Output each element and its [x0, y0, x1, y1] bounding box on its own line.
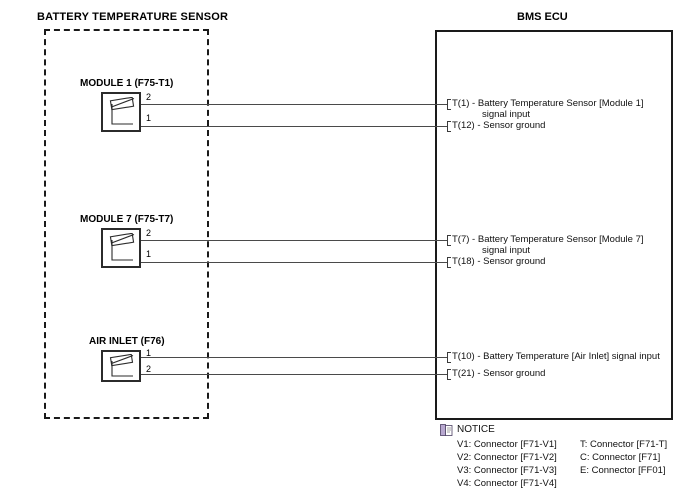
wire-module-1-pin-2 [141, 104, 447, 105]
ecu-pin-label-t7: T(7) - Battery Temperature Sensor [Modul… [452, 234, 644, 245]
pin-number-module-1-pin-1: 1 [146, 113, 152, 123]
sensor-body-module-7 [101, 228, 141, 268]
wire-module-7-pin-1 [141, 262, 447, 263]
ecu-pin-bracket-t7 [447, 235, 451, 246]
thermistor-icon [109, 233, 135, 261]
wire-air-inlet-pin-1 [141, 357, 447, 358]
wire-module-1-pin-1 [141, 126, 447, 127]
pin-number-module-7-pin-1: 1 [146, 249, 152, 259]
pin-number-air-inlet-pin-2: 2 [146, 364, 152, 374]
sensor-label-module-1: MODULE 1 (F75-T1) [80, 78, 174, 89]
ecu-pin-label-t7-line2: signal input [482, 245, 531, 256]
pin-number-module-7-pin-2: 2 [146, 228, 152, 238]
notice-item: C: Connector [F71] [580, 452, 661, 463]
battery-temperature-sensor-group-title: BATTERY TEMPERATURE SENSOR [37, 11, 229, 23]
notice-title: NOTICE [457, 424, 495, 435]
ecu-pin-label-t1-line2: signal input [482, 109, 531, 120]
thermistor-icon [109, 354, 134, 377]
bms-ecu-title: BMS ECU [517, 11, 568, 23]
sensor-body-module-1 [101, 92, 141, 132]
notice-item: V1: Connector [F71-V1] [457, 439, 557, 450]
notice-column-right: T: Connector [F71-T] C: Connector [F71] … [580, 438, 667, 477]
book-icon [440, 424, 453, 436]
notice-block: NOTICE V1: Connector [F71-V1] V2: Connec… [440, 424, 690, 489]
notice-item: E: Connector [FF01] [580, 465, 666, 476]
notice-column-left: V1: Connector [F71-V1] V2: Connector [F7… [457, 438, 557, 490]
sensor-label-module-7: MODULE 7 (F75-T7) [80, 214, 174, 225]
bms-ecu-box [435, 30, 673, 420]
battery-temperature-sensor-enclosure [44, 29, 209, 419]
pin-number-air-inlet-pin-1: 1 [146, 348, 152, 358]
ecu-pin-bracket-t12 [447, 121, 451, 132]
ecu-pin-label-t10: T(10) - Battery Temperature [Air Inlet] … [452, 351, 660, 362]
sensor-label-air-inlet: AIR INLET (F76) [89, 336, 165, 347]
sensor-body-air-inlet [101, 350, 141, 382]
ecu-pin-label-t18: T(18) - Sensor ground [452, 256, 546, 267]
notice-item: T: Connector [F71-T] [580, 439, 668, 450]
ecu-pin-label-t1: T(1) - Battery Temperature Sensor [Modul… [452, 98, 644, 109]
ecu-pin-bracket-t1 [447, 99, 451, 110]
ecu-pin-bracket-t10 [447, 352, 451, 363]
notice-header: NOTICE [440, 424, 690, 437]
ecu-pin-bracket-t18 [447, 257, 451, 268]
ecu-pin-bracket-t21 [447, 369, 451, 380]
notice-item: V2: Connector [F71-V2] [457, 452, 557, 463]
thermistor-icon [109, 97, 135, 125]
ecu-pin-label-t12: T(12) - Sensor ground [452, 120, 546, 131]
ecu-pin-label-t21: T(21) - Sensor ground [452, 368, 546, 379]
pin-number-module-1-pin-2: 2 [146, 92, 152, 102]
wire-air-inlet-pin-2 [141, 374, 447, 375]
notice-item: V4: Connector [F71-V4] [457, 478, 557, 489]
notice-item: V3: Connector [F71-V3] [457, 465, 557, 476]
wire-module-7-pin-2 [141, 240, 447, 241]
